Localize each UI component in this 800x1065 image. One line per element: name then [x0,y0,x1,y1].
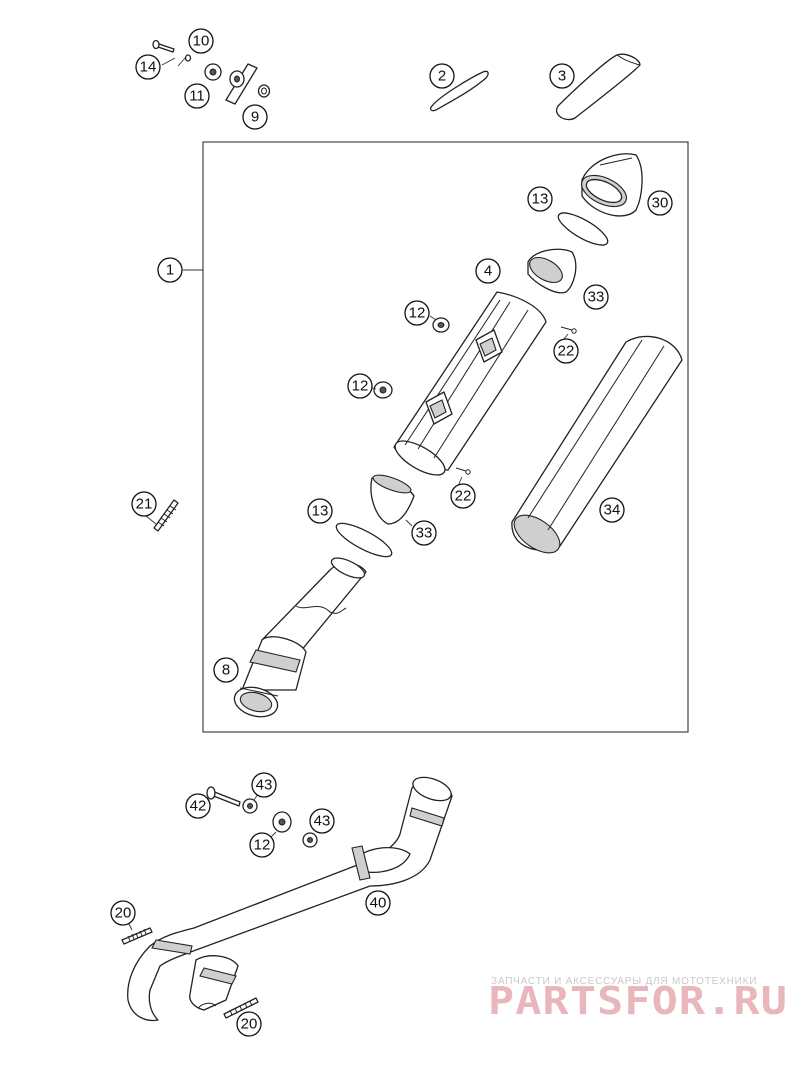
callout-9: 9 [242,104,268,130]
protector-pad-part-3 [555,53,641,121]
watermark: ЗАПЧАСТИ И АКСЕССУАРЫ ДЛЯ МОТОТЕХНИКИ PA… [488,976,788,1023]
mounting-hardware-group [152,39,271,105]
svg-text:20: 20 [241,1016,258,1033]
svg-text:12: 12 [352,378,369,395]
svg-text:42: 42 [190,798,207,815]
washer-part-43a [242,798,258,814]
watermark-brand: PARTSFOR.RU [488,979,788,1023]
svg-text:3: 3 [558,68,566,85]
svg-text:20: 20 [115,905,132,922]
callout-22-a: 22 [553,338,579,364]
callout-20-b: 20 [236,1011,262,1037]
spring-part-20b [223,997,259,1019]
svg-text:40: 40 [370,895,387,912]
grommet-part-12b [373,381,393,399]
callout-3: 3 [549,63,575,89]
svg-text:13: 13 [312,503,329,520]
rivet-part-22a [560,326,577,334]
callout-40: 40 [365,890,391,916]
outer-sleeve-part-34 [511,335,683,554]
svg-text:2: 2 [438,68,446,85]
spring-part-21 [145,499,179,532]
svg-text:12: 12 [409,305,426,322]
callout-43-b: 43 [309,808,335,834]
svg-text:33: 33 [416,525,433,542]
callout-12-a: 12 [404,300,430,326]
svg-text:4: 4 [484,263,492,280]
callout-2: 2 [429,63,455,89]
callout-10: 10 [188,28,214,54]
protector-pad-part-2 [429,70,489,112]
washer-part-43b [302,832,318,848]
grommet-part-12c [272,811,292,833]
svg-text:1: 1 [166,262,174,279]
rivet-part-22b [455,467,471,475]
gasket-ring-part-13a [557,212,609,246]
link-pipe-part-8 [233,557,367,718]
svg-text:12: 12 [254,837,271,854]
callout-43-a: 43 [251,772,277,798]
svg-text:11: 11 [189,88,205,105]
svg-text:30: 30 [652,195,669,212]
watermark-subtitle: ЗАПЧАСТИ И АКСЕССУАРЫ ДЛЯ МОТОТЕХНИКИ [491,976,757,987]
svg-text:34: 34 [604,502,621,519]
bracket-part-9 [225,63,271,105]
silencer-body-part-4 [393,291,547,476]
callout-12-b: 12 [347,373,373,399]
bolt-part-42 [206,786,241,807]
callout-34: 34 [599,497,625,523]
callout-13-top: 13 [527,186,553,212]
grommet-part-11 [204,63,222,81]
callout-8: 8 [213,657,239,683]
callout-22-b: 22 [450,483,476,509]
screw-part-14 [152,39,175,53]
svg-text:22: 22 [558,343,575,360]
gasket-ring-part-13b [335,522,393,558]
svg-text:10: 10 [193,33,210,50]
washer-part-10 [184,54,192,62]
header-pipe-part-40 [127,776,453,1022]
callout-11: 11 [184,83,210,109]
callout-33-mid: 33 [411,520,437,546]
inner-cone-part-33a [527,248,577,294]
grommet-part-12a [432,317,450,333]
silencer-assembly-frame [202,141,689,733]
callout-12-c: 12 [249,832,275,858]
svg-text:13: 13 [532,191,549,208]
svg-text:43: 43 [256,777,273,794]
callout-21: 21 [131,491,157,517]
end-cap-part-30 [581,153,643,217]
svg-text:14: 14 [140,59,157,76]
spring-part-20a [121,921,153,945]
svg-text:33: 33 [588,289,605,306]
callout-33-top: 33 [583,284,609,310]
callout-20-a: 20 [110,900,136,926]
callout-14: 14 [135,54,161,80]
svg-text:9: 9 [251,109,259,126]
callout-1: 1 [157,257,183,283]
svg-text:43: 43 [314,813,331,830]
svg-text:8: 8 [222,662,230,679]
callout-13-mid: 13 [307,498,333,524]
callout-42: 42 [185,793,211,819]
callout-4: 4 [475,258,501,284]
svg-text:22: 22 [455,488,472,505]
callout-30: 30 [647,190,673,216]
inner-cone-part-33b [370,474,415,525]
svg-text:21: 21 [136,496,153,513]
